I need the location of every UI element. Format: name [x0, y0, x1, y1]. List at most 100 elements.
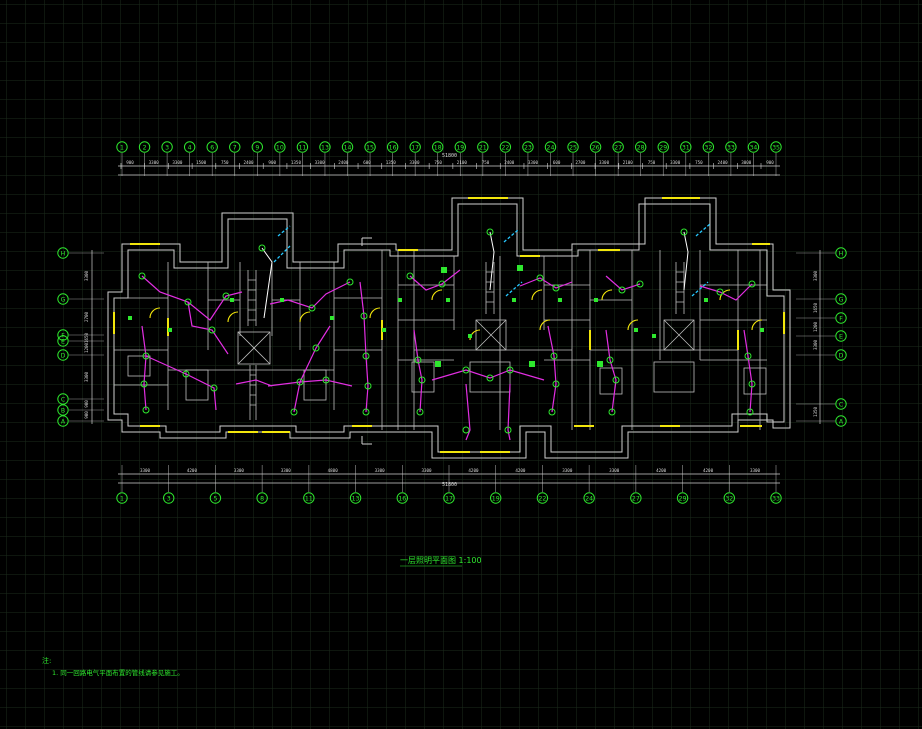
axis-bubble-circle [183, 141, 196, 153]
switch [330, 316, 334, 320]
bottom-dimension-text: 4200 [703, 468, 714, 473]
axis-bubble-circle [589, 141, 602, 153]
distribution-box [435, 361, 441, 367]
axis-bubble-label: H [61, 250, 66, 257]
right-axis-H: H [835, 247, 847, 259]
overall-dimension-bottom: 51800 [442, 482, 457, 488]
axis-bubble-label: 19 [492, 495, 500, 502]
top-dimension-text: 3300 [528, 160, 539, 165]
circuit-run [359, 281, 369, 413]
axis-bubble-label: 32 [704, 144, 712, 151]
top-dimension-text: 2400 [243, 160, 254, 165]
top-dimension-text: 3300 [599, 160, 610, 165]
ceiling-light [418, 376, 426, 384]
left-dimension-text: 900 [84, 411, 89, 419]
top-axis-2: 2 [138, 141, 151, 153]
axis-bubble-label: 32 [725, 495, 733, 502]
top-dimension-text: 3300 [315, 160, 326, 165]
switch [382, 328, 386, 332]
axis-bubble-circle [364, 141, 376, 153]
ceiling-light [504, 426, 512, 434]
axis-bubble-circle [319, 141, 331, 153]
switch [704, 298, 708, 302]
axis-bubble-circle [341, 141, 354, 153]
top-axis-26: 26 [589, 141, 602, 153]
right-dimension-text: 3300 [813, 339, 818, 350]
axis-bubble-circle [57, 335, 69, 347]
ceiling-light [208, 326, 216, 334]
switch [512, 298, 516, 302]
bottom-dimension-text: 3300 [375, 468, 386, 473]
axis-bubble-label: 24 [585, 495, 593, 502]
axis-bubble-label: 6 [210, 144, 214, 151]
ceiling-light [406, 272, 414, 280]
axis-bubble-circle [835, 349, 847, 361]
axis-bubble-label: 15 [366, 144, 374, 151]
axis-bubble-label: 29 [679, 495, 687, 502]
bottom-dimension-text: 3300 [140, 468, 151, 473]
ceiling-light [184, 298, 192, 306]
bottom-dimension-text: 4200 [468, 468, 479, 473]
axis-bubble-circle [490, 492, 502, 504]
circuit-run [743, 329, 753, 413]
distribution-box [529, 361, 535, 367]
axis-bubble-label: A [839, 418, 844, 425]
axis-bubble-label: 1 [120, 495, 124, 502]
axis-bubble-circle [57, 349, 69, 361]
axis-bubble-label: 2 [143, 144, 147, 151]
left-dimension-text: 900 [84, 400, 89, 408]
axis-bubble-label: F [839, 315, 843, 322]
ceiling-light [346, 278, 354, 286]
axis-bubble-circle [723, 492, 735, 504]
axis-bubble-circle [161, 141, 173, 153]
drawing-title: 一层照明平面图 1:100 [400, 556, 482, 565]
left-axis-G: G [57, 293, 69, 305]
ceiling-light [748, 280, 756, 288]
ceiling-light [364, 382, 372, 390]
axis-bubble-circle [536, 492, 549, 504]
circuit-run [431, 369, 545, 381]
axis-bubble-circle [57, 415, 69, 427]
riser-conduit [273, 245, 291, 263]
top-dimension-text: 1350 [291, 160, 302, 165]
left-dimension-text: 2700 [84, 311, 89, 322]
door-swing [227, 311, 239, 323]
door-swing [601, 289, 613, 301]
top-axis-13: 13 [319, 141, 331, 153]
top-dimension-text: 750 [648, 160, 656, 165]
axis-bubble-label: 22 [501, 144, 509, 151]
left-axis-C: C [57, 393, 69, 405]
axis-bubble-label: 8 [260, 495, 264, 502]
ceiling-light [322, 376, 330, 384]
axis-bubble-label: C [61, 396, 65, 403]
axis-bubble-label: 18 [434, 144, 442, 151]
axis-bubble-label: G [61, 296, 66, 303]
distribution-box [597, 361, 603, 367]
ceiling-light [506, 366, 514, 374]
axis-bubble-circle [770, 141, 782, 153]
axis-bubble-circle [57, 247, 69, 259]
axis-bubble-label: A [61, 418, 66, 425]
axis-bubble-circle [163, 492, 175, 504]
left-dimension-text: 3300 [84, 270, 89, 281]
ceiling-light [312, 344, 320, 352]
axis-bubble-circle [209, 492, 222, 504]
ceiling-light [552, 380, 560, 388]
circuit-run [605, 329, 617, 413]
bottom-dimension-text: 3300 [562, 468, 573, 473]
riser-conduit [277, 225, 291, 237]
switch [280, 298, 284, 302]
bottom-dimension-text: 3300 [421, 468, 432, 473]
axis-bubble-circle [612, 141, 624, 153]
bottom-axis-22: 22 [536, 492, 549, 504]
top-dimension-text: 3300 [670, 160, 681, 165]
bottom-dimension-text: 4800 [328, 468, 339, 473]
riser-conduit [503, 229, 519, 243]
axis-bubble-label: 11 [298, 144, 306, 151]
bottom-dimension-text: 3300 [234, 468, 245, 473]
ceiling-light [462, 426, 470, 434]
axis-bubble-label: C [839, 401, 843, 408]
